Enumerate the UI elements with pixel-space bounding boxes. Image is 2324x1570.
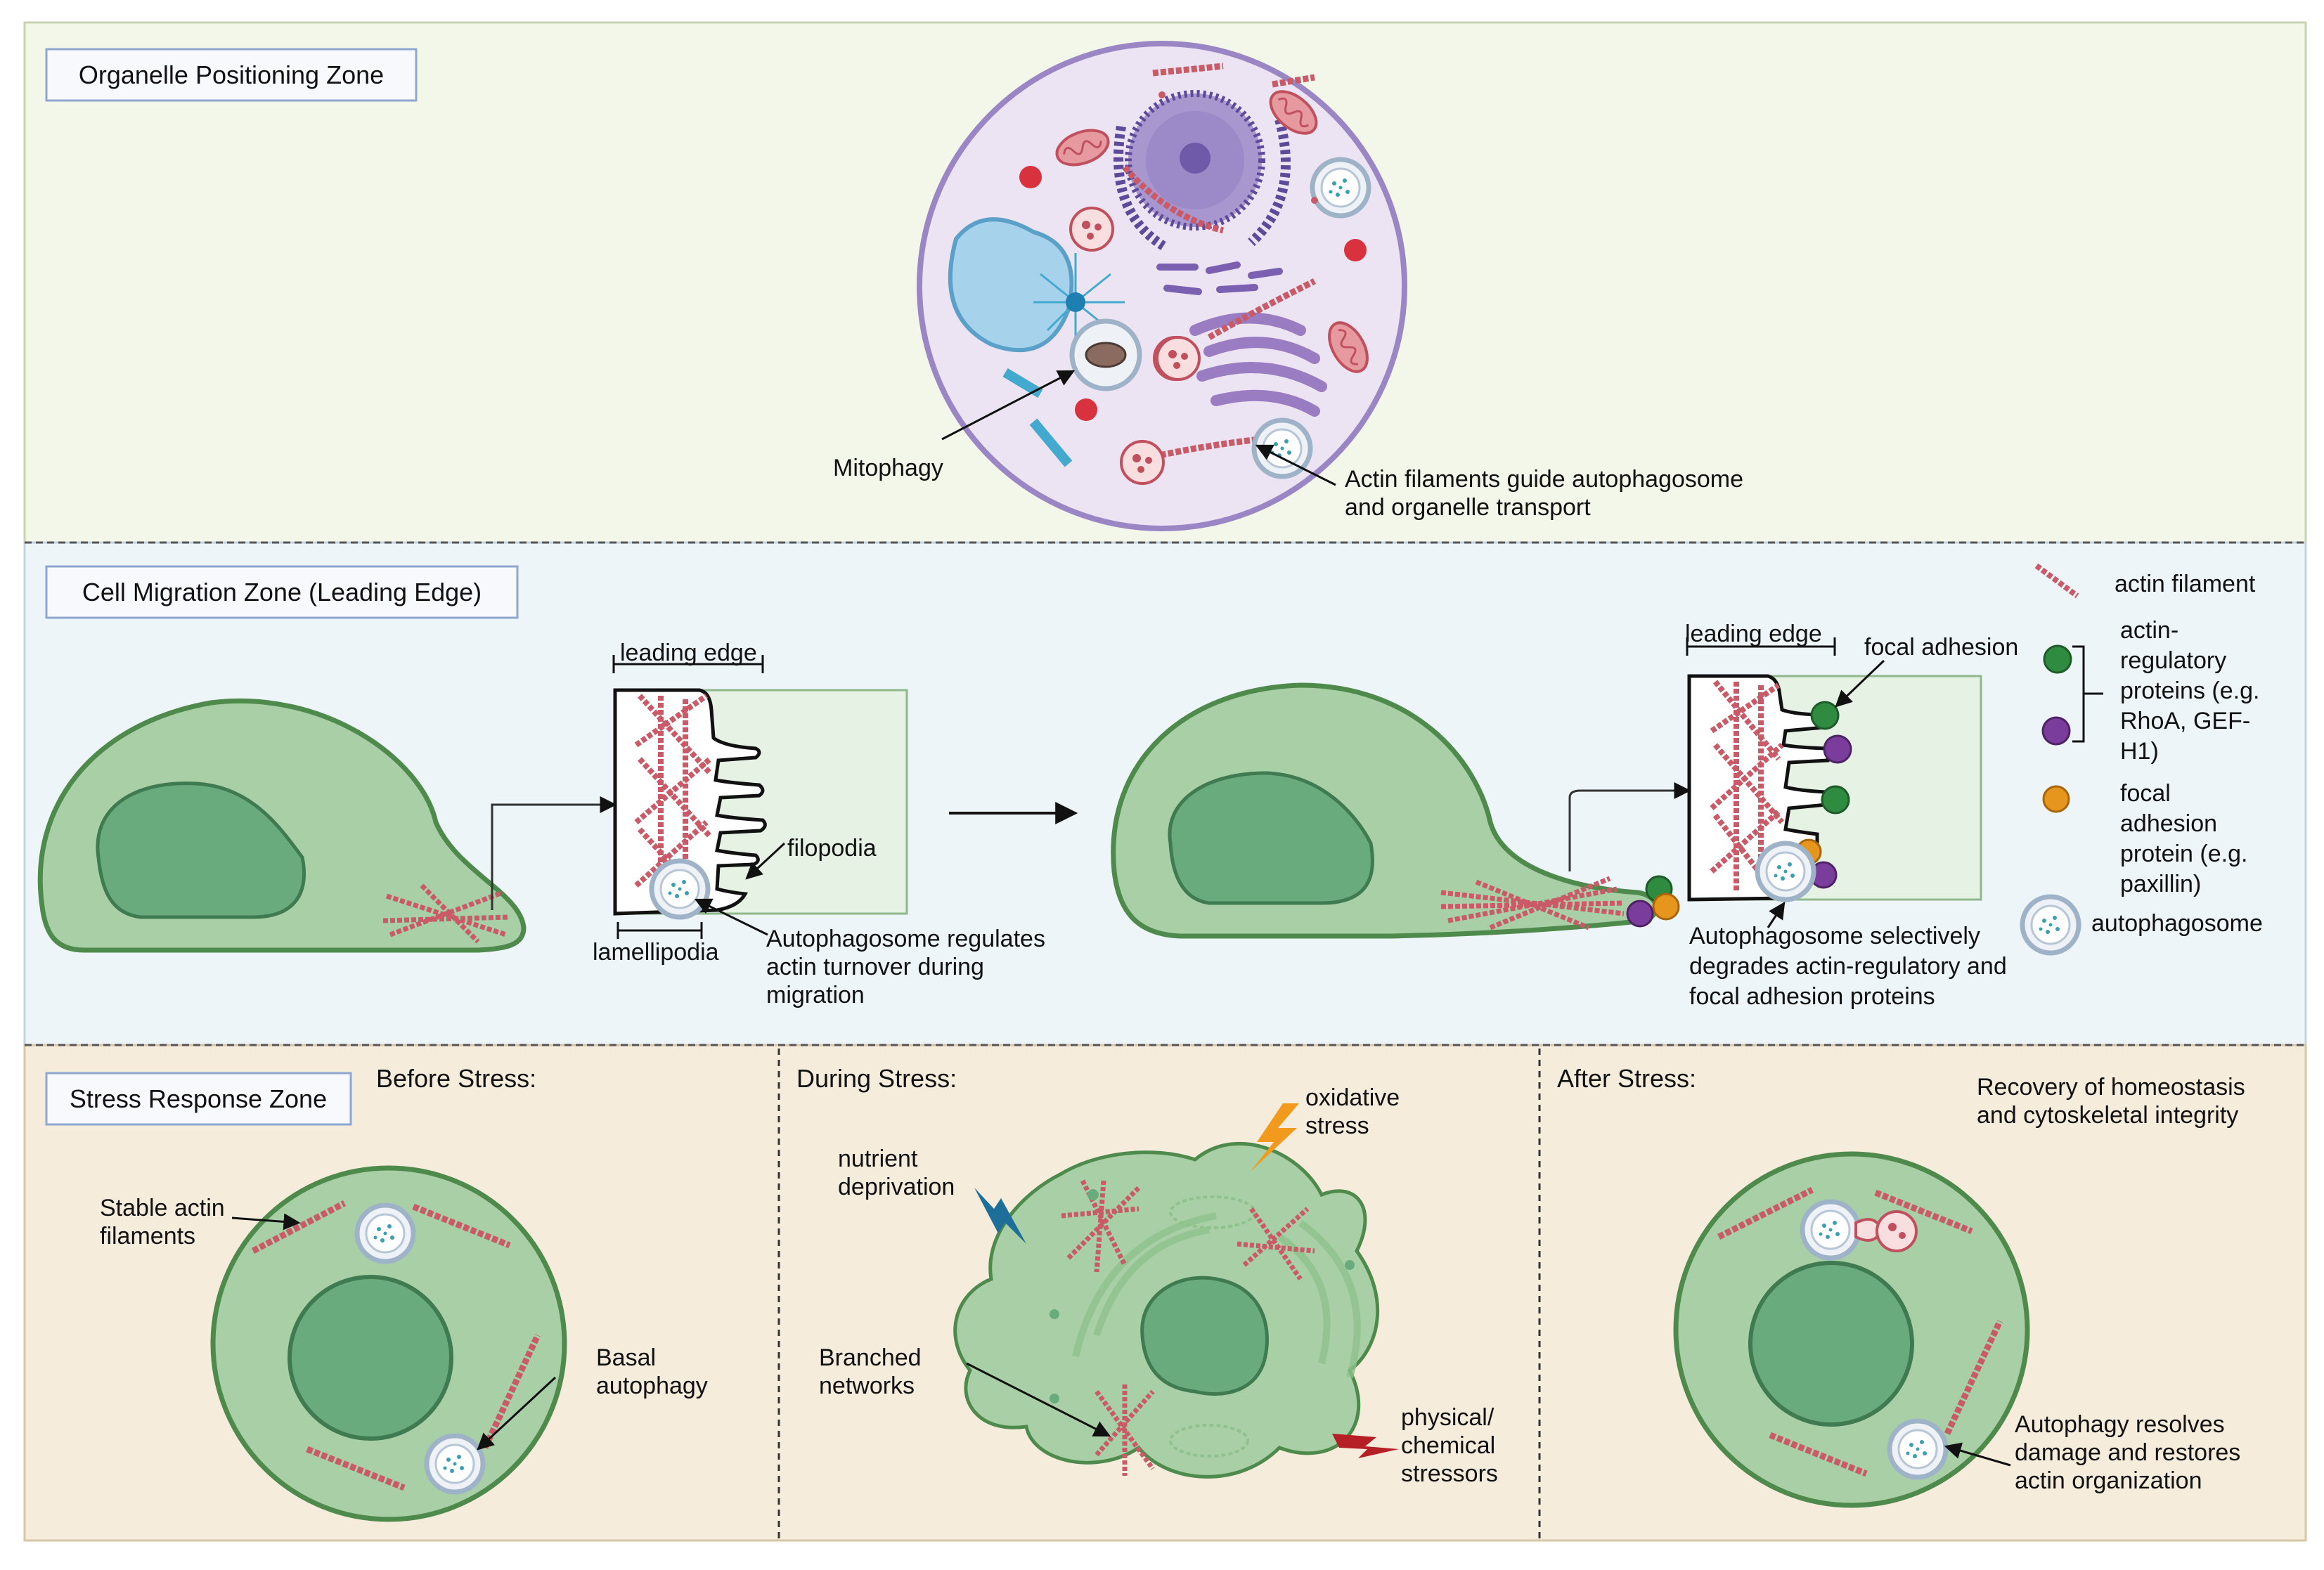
legend-green-protein (2043, 644, 2072, 674)
focal-adhesion-arrow (1835, 659, 1885, 708)
legend-arp-2: regulatory (2120, 647, 2226, 674)
label-resolves-2: damage and restores (2015, 1439, 2240, 1466)
zone-stress-title-box (45, 1072, 352, 1126)
label-before-stress: Before Stress: (376, 1064, 536, 1093)
autophagosome-regulates-arrow (694, 898, 768, 936)
label-autophagosome-regulates-2: actin turnover during (766, 954, 984, 980)
cell-after-stress (1673, 1151, 2030, 1508)
label-actin-guide-1: Actin filaments guide autophagosome (1345, 466, 1743, 493)
label-selective-3: focal adhesion proteins (1689, 983, 1935, 1010)
legend-fa-4: paxillin) (2120, 871, 2201, 897)
zoom-box-2 (1687, 674, 1982, 900)
zoom-connector-1 (491, 796, 617, 910)
zone-migration-title: Cell Migration Zone (Leading Edge) (82, 578, 482, 606)
label-during-stress: During Stress: (796, 1064, 957, 1093)
branched-arrow (966, 1362, 1111, 1437)
label-nutrient-1: nutrient (838, 1146, 918, 1172)
legend-autophagosome: autophagosome (2091, 910, 2263, 937)
legend-orange-protein (2042, 785, 2070, 813)
label-recovery-1: Recovery of homeostasis (1977, 1074, 2245, 1101)
actin-guide-arrow (1255, 444, 1336, 486)
zone-stress-title: Stress Response Zone (70, 1084, 327, 1113)
legend-actin-filament: actin filament (2115, 571, 2256, 597)
legend-bracket (2072, 645, 2103, 743)
migrating-cell-2 (1111, 682, 1680, 939)
mitophagosome (1069, 318, 1142, 391)
zoom-connector-2 (1568, 782, 1691, 871)
label-resolves-1: Autophagy resolves (2015, 1411, 2225, 1438)
label-after-stress: After Stress: (1557, 1064, 1696, 1093)
legend: actin filament actin- regulatory protein… (2022, 563, 2263, 953)
legend-fa-2: adhesion (2120, 810, 2217, 837)
legend-fa-1: focal (2120, 780, 2171, 807)
oxidative-bolt-icon (1250, 1103, 1299, 1172)
label-oxidative-1: oxidative (1305, 1084, 1400, 1111)
label-autophagosome-regulates-1: Autophagosome regulates (766, 926, 1045, 952)
label-basal-1: Basal (596, 1344, 656, 1371)
stable-actin-arrow (231, 1213, 301, 1231)
selective-arrow (1767, 901, 1786, 928)
label-stable-1: Stable actin (100, 1195, 225, 1221)
legend-actin-icon (2034, 563, 2079, 599)
legend-arp-5: H1) (2120, 738, 2159, 765)
cell-during-stress (953, 1141, 1380, 1479)
basal-autophagy-arrow (477, 1376, 557, 1451)
label-selective-1: Autophagosome selectively (1689, 923, 1980, 949)
label-nutrient-2: deprivation (838, 1174, 955, 1200)
nutrient-bolt-icon (974, 1188, 1026, 1244)
label-mitophagy: Mitophagy (833, 455, 943, 481)
label-basal-2: autophagy (596, 1373, 708, 1399)
label-physical-3: stressors (1401, 1460, 1498, 1487)
label-recovery-2: and cytoskeletal integrity (1977, 1102, 2238, 1129)
legend-autophagosome-icon (2022, 897, 2079, 953)
label-stable-2: filaments (100, 1223, 195, 1250)
label-oxidative-2: stress (1305, 1112, 1369, 1139)
legend-arp-1: actin- (2120, 617, 2178, 644)
label-resolves-3: actin organization (2015, 1467, 2202, 1494)
label-actin-guide-2: and organelle transport (1345, 494, 1591, 521)
label-leading-edge-2: leading edge (1685, 621, 1822, 647)
label-physical-1: physical/ (1401, 1404, 1495, 1431)
label-physical-2: chemical (1401, 1432, 1495, 1459)
legend-arp-3: proteins (e.g. (2120, 677, 2259, 704)
label-leading-edge-1: leading edge (620, 640, 757, 666)
legend-purple-protein (2041, 716, 2071, 746)
label-branched-1: Branched (819, 1344, 922, 1371)
mitophagy-arrow (941, 370, 1076, 441)
resolves-arrow (1944, 1442, 2011, 1467)
zone-migration-title-box (45, 565, 519, 619)
label-filopodia: filopodia (787, 835, 877, 862)
cell-before-stress (210, 1165, 567, 1522)
migrating-cell-1 (37, 698, 527, 953)
label-lamellipodia: lamellipodia (593, 939, 719, 966)
label-selective-2: degrades actin-regulatory and (1689, 953, 2007, 980)
zoom-box-1 (613, 688, 908, 917)
physical-bolt-icon (1332, 1434, 1399, 1458)
legend-arp-4: RhoA, GEF- (2120, 708, 2250, 734)
zone-organelle-title-box (45, 48, 418, 102)
organelle-cell (917, 41, 1407, 531)
legend-fa-3: protein (e.g. (2120, 841, 2247, 867)
label-focal-adhesion: focal adhesion (1864, 634, 2018, 661)
filopodia-arrow (745, 842, 786, 880)
label-autophagosome-regulates-3: migration (766, 982, 865, 1008)
label-branched-2: networks (819, 1373, 915, 1399)
zone-organelle-title: Organelle Positioning Zone (79, 60, 384, 89)
